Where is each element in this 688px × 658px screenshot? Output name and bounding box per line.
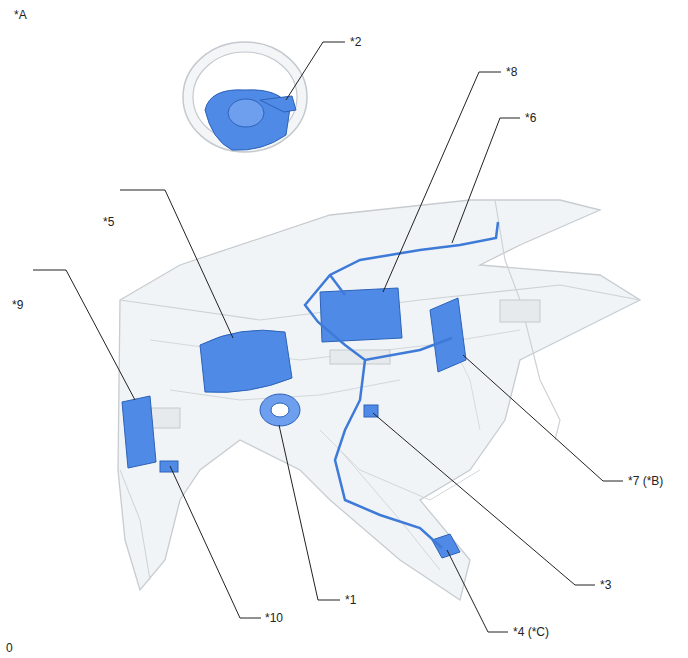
callout-number: *3 (600, 578, 611, 592)
view-label: *A (14, 8, 27, 22)
callout-number: *9 (12, 298, 23, 312)
wire-harness (305, 222, 498, 548)
figure-number: 0 (6, 641, 13, 655)
callout-number: *10 (265, 611, 283, 625)
leader-lines (33, 42, 623, 632)
instrument-panel (118, 200, 640, 600)
highlighted-parts (122, 288, 466, 558)
callout-number: *5 (103, 215, 114, 229)
callout-number: *1 (345, 593, 356, 607)
callout-number: *6 (525, 111, 536, 125)
callout-number: *7 (*B) (628, 474, 663, 488)
callout-number: *8 (506, 65, 517, 79)
callout-number: *4 (*C) (513, 625, 549, 639)
callout-number: *2 (350, 35, 361, 49)
